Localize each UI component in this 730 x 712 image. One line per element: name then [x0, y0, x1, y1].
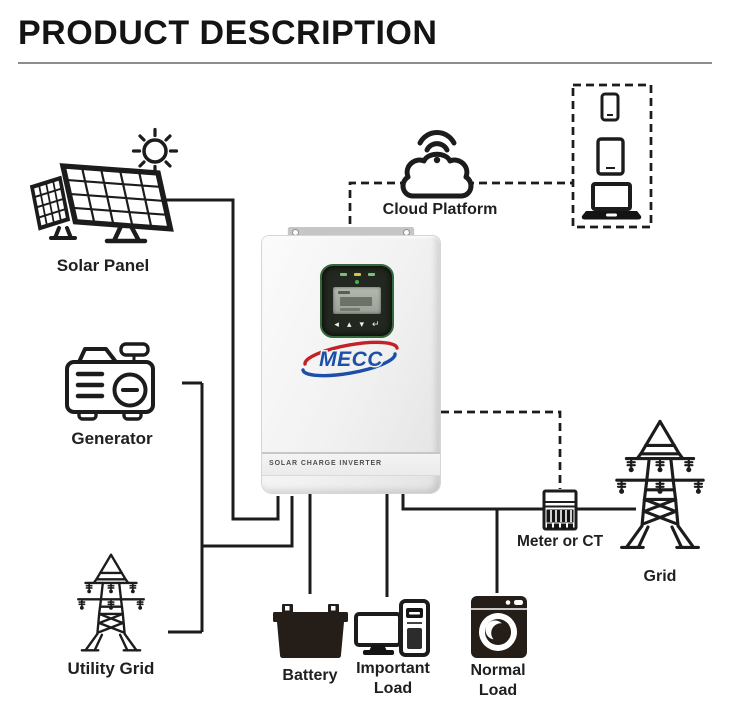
solar-inverter: ◂ ▴ ▾ ↵ MECC SOLAR CHARGE INVERTER	[262, 236, 440, 493]
product-label-text: SOLAR CHARGE INVERTER	[269, 460, 383, 467]
washing-machine-icon	[471, 596, 527, 658]
meter-label: Meter or CT	[516, 533, 604, 550]
utility-grid-label: Utility Grid	[67, 659, 155, 678]
solar-panel-icon	[29, 127, 179, 244]
grid-tower-icon	[617, 421, 703, 547]
power-led-icon	[355, 280, 359, 284]
inverter-display-icon: ◂ ▴ ▾ ↵	[320, 264, 394, 338]
display-buttons: ◂ ▴ ▾ ↵	[322, 318, 392, 330]
laptop-icon	[581, 182, 642, 220]
battery-label: Battery	[282, 667, 338, 684]
bracket-hole-icon	[403, 229, 410, 236]
page-title: PRODUCT DESCRIPTION	[18, 14, 438, 52]
tablet-icon	[596, 137, 625, 176]
inverter-mounting-bracket	[288, 227, 414, 236]
up-button[interactable]: ▴	[346, 319, 352, 329]
brand-text: MECC	[319, 348, 383, 371]
devices-dashed-box	[571, 83, 653, 229]
cloud-platform-label: Cloud Platform	[382, 201, 498, 218]
utility-grid-tower-icon	[78, 555, 144, 651]
meter-icon	[542, 489, 578, 531]
down-button[interactable]: ▾	[359, 319, 365, 329]
logo-swoosh-blue	[301, 352, 397, 378]
solar-panel-label: Solar Panel	[56, 256, 150, 275]
status-led-row	[322, 273, 392, 276]
cloud-wifi-icon	[400, 129, 474, 199]
connector-lines	[164, 83, 653, 634]
monitor-icon	[354, 612, 402, 655]
lcd-screen	[333, 287, 381, 314]
brand-logo: MECC	[291, 336, 411, 380]
battery-icon	[273, 604, 348, 658]
logo-swoosh-red	[303, 340, 399, 366]
phone-icon	[600, 92, 620, 122]
sun-icon	[131, 127, 179, 175]
esc-button[interactable]: ◂	[334, 319, 339, 329]
pc-tower-icon	[399, 599, 430, 657]
product-label-strip: SOLAR CHARGE INVERTER	[262, 452, 440, 476]
generator-label: Generator	[71, 429, 153, 448]
bracket-hole-icon	[292, 229, 299, 236]
important-load-label: Important Load	[356, 660, 430, 697]
title-underline	[18, 62, 712, 64]
normal-load-label: Normal Load	[470, 662, 526, 699]
grid-label: Grid	[643, 568, 677, 585]
generator-icon	[65, 342, 155, 421]
enter-button[interactable]: ↵	[372, 319, 380, 329]
